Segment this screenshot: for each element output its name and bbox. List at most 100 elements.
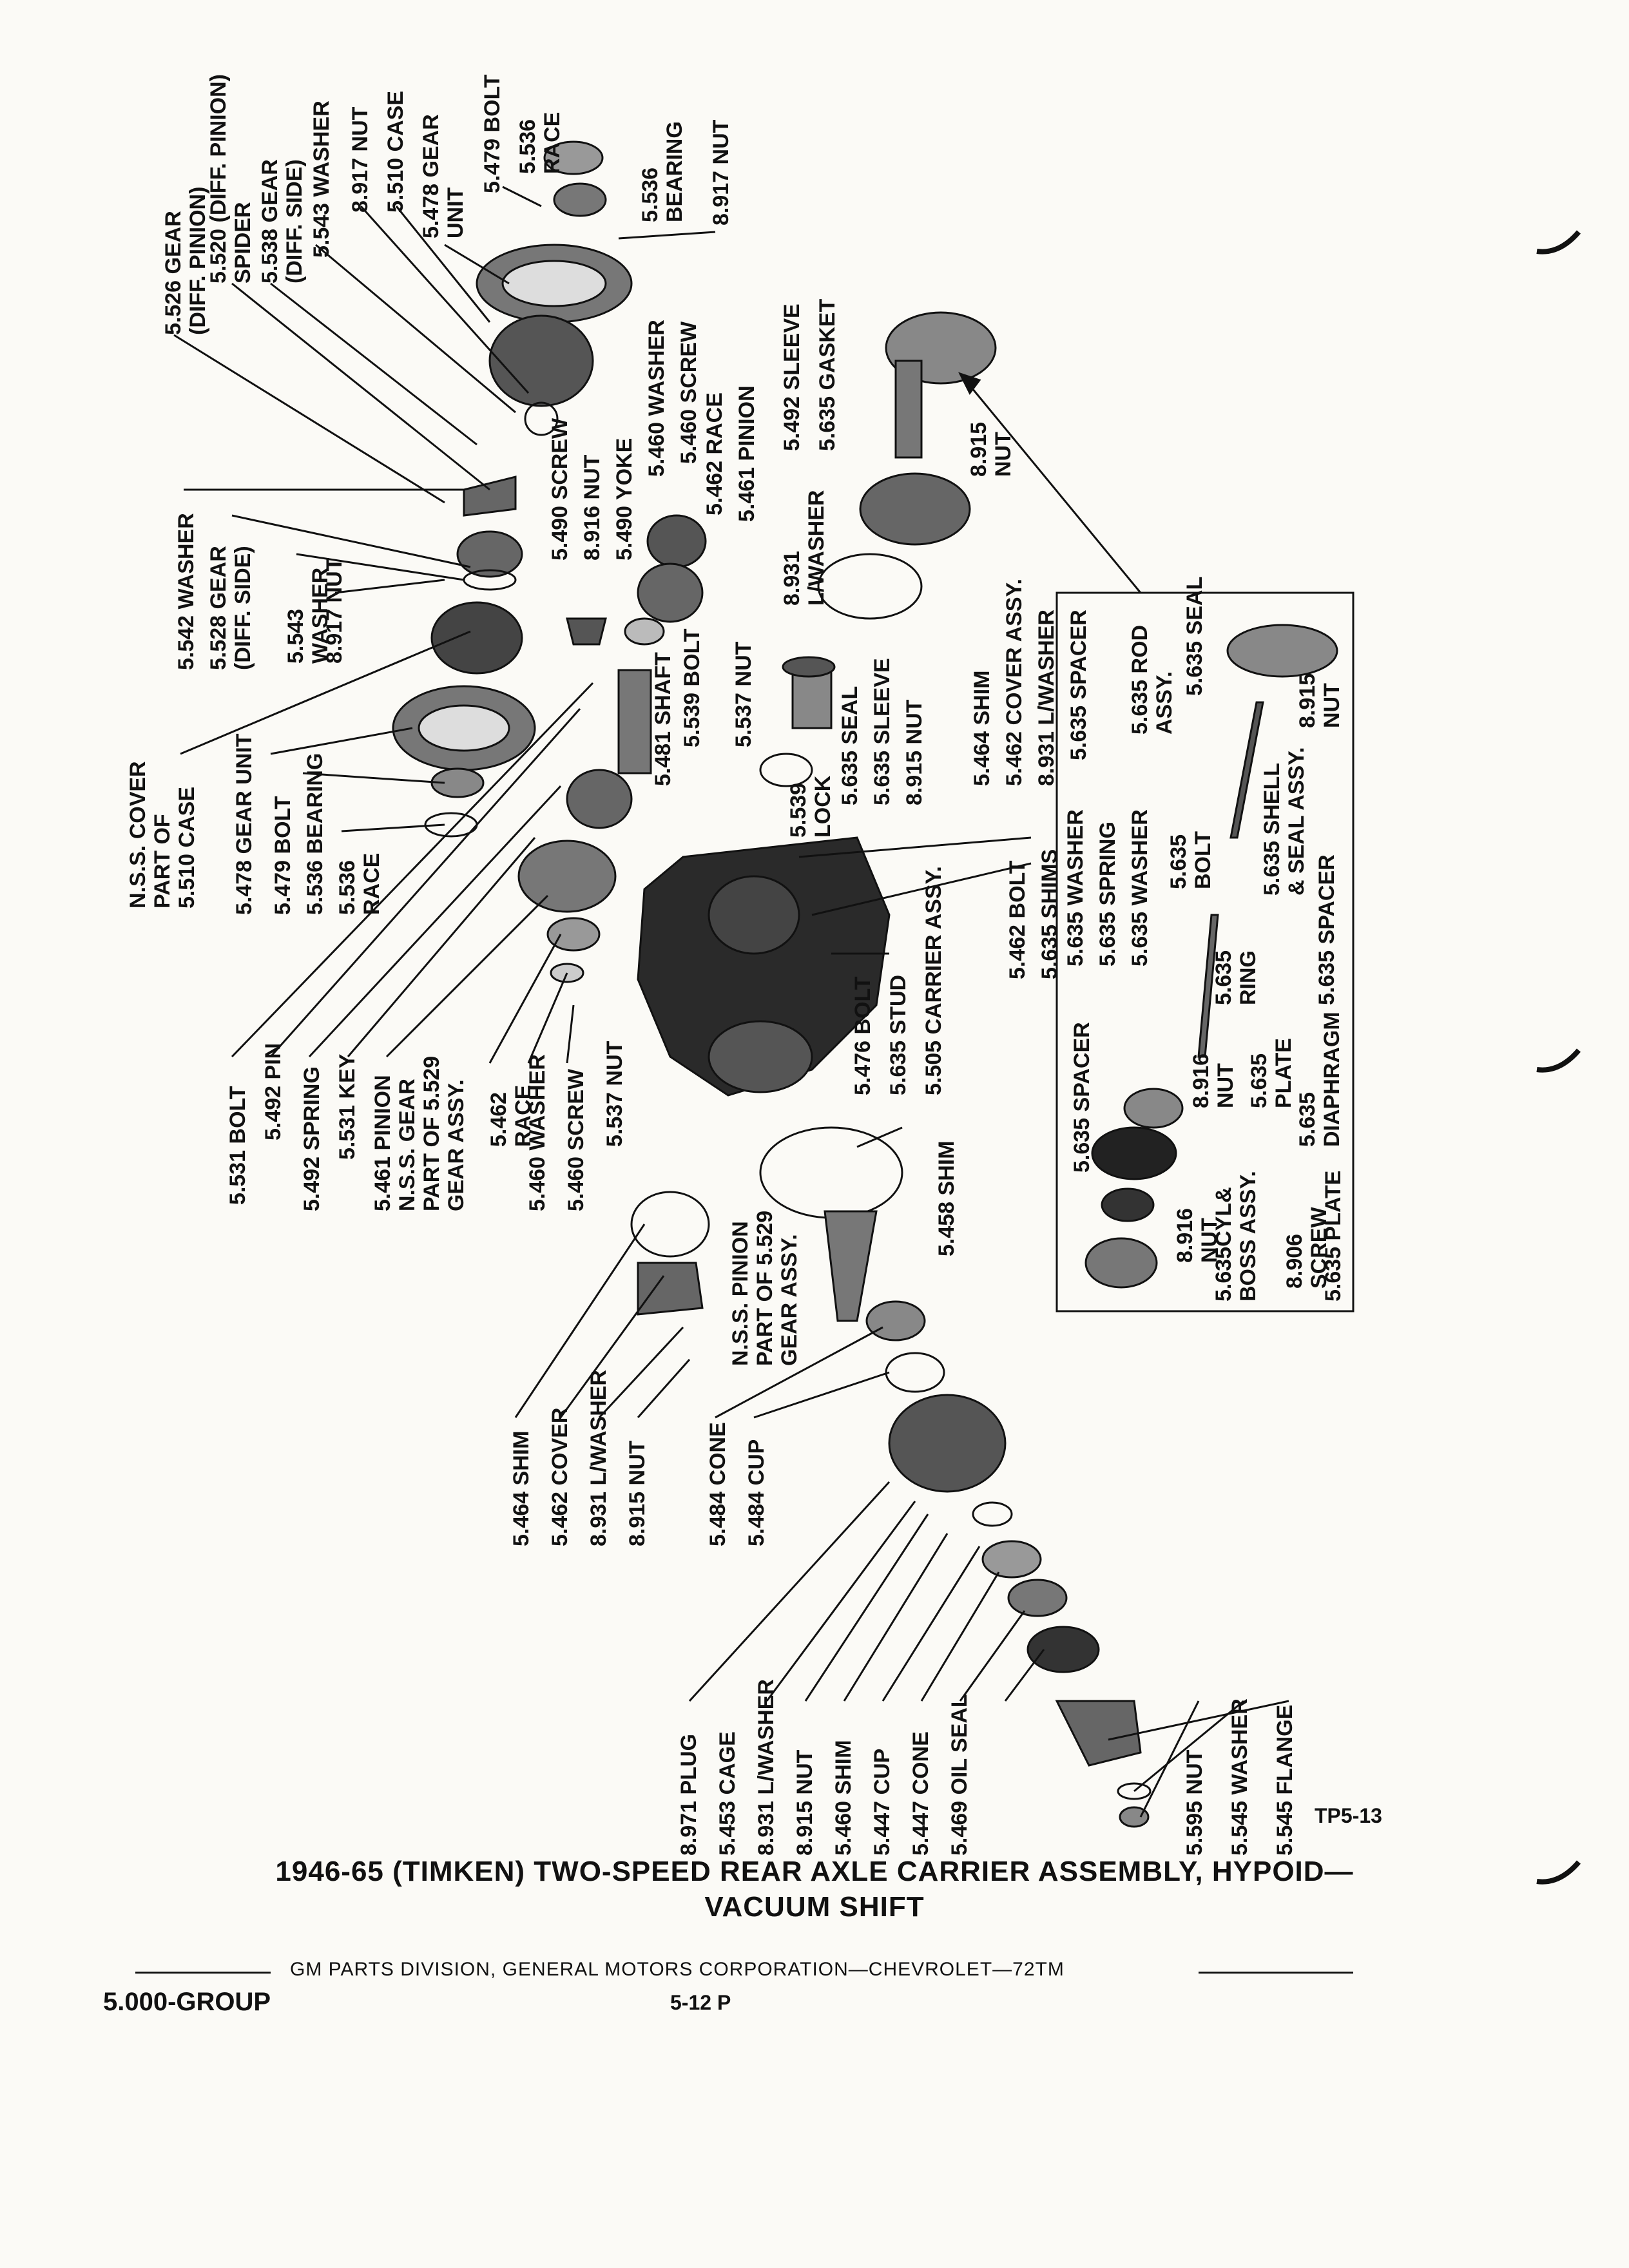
label-washer-635-b: 5.635 WASHER [1128,809,1152,966]
label-shim-460: 5.460 SHIM [831,1740,856,1856]
label-washer-545: 5.545 WASHER [1228,1698,1252,1856]
footer-rule-right [1199,1972,1353,1974]
label-bolt-476: 5.476 BOLT [851,976,875,1095]
binder-mark-top [1536,230,1581,255]
page-title-line1: 1946-65 (TIMKEN) TWO-SPEED REAR AXLE CAR… [275,1856,1354,1887]
vacuum-cylinder-inset-box [1055,591,1354,1312]
label-plate-635-bottom: 5.635 PLATE [1321,1170,1345,1302]
label-gear-diff-pinion: 5.526 GEAR(DIFF. PINION) [161,186,210,335]
label-sleeve-492: 5.492 SLEEVE [780,303,804,451]
label-spring-492: 5.492 SPRING [300,1066,324,1211]
label-washer-543-top: 5.543 WASHER [309,101,334,258]
label-screw-460-mid: 5.460 SCREW [564,1068,588,1211]
label-bolt-539: 5.539 BOLT [680,628,704,747]
label-spacer-635-box-low: 5.635 SPACER [1070,1022,1094,1173]
label-bearing-536-mid: 5.536 BEARING [303,753,327,915]
label-screw-490: 5.490 SCREW [548,418,572,561]
label-pin-492: 5.492 PIN [261,1043,285,1140]
label-shell-635: 5.635 SHELL& SEAL ASSY. [1260,747,1309,896]
label-washer-460-top: 5.460 WASHER [644,320,669,477]
label-cyl-635: 5.635CYL&BOSS ASSY. [1211,1171,1260,1302]
label-screw-460-top: 5.460 SCREW [677,321,701,464]
label-shim-464-top: 5.464 SHIM [970,670,994,786]
label-nut-916-mid: 8.916 NUT [580,454,604,561]
label-lwasher-931-right: 8.931 L/WASHER [1034,610,1059,786]
label-lwasher-931-bottom: 8.931 L/WASHER [754,1679,778,1856]
label-gear-unit-478-mid: 5.478 GEAR UNIT [232,733,256,915]
label-stud-635: 5.635 STUD [886,974,911,1095]
label-gear-528: 5.528 GEAR(DIFF. SIDE) [206,546,255,670]
label-cone-484: 5.484 CONE [706,1422,730,1546]
label-nut-915-low: 8.915 NUT [625,1440,650,1546]
label-shims-635: 5.635 SHIMS [1037,849,1062,979]
label-flange-545: 5.545 FLANGE [1273,1704,1297,1856]
label-spider: 5.520 (DIFF. PINION)SPIDER [206,74,255,284]
label-oilseal-469: 5.469 OIL SEAL [947,1694,972,1856]
footer-rule-left [135,1972,271,1974]
label-nut-915-bottom: 8.915 NUT [793,1749,817,1856]
label-key-531: 5.531 KEY [335,1053,360,1160]
label-bolt-531: 5.531 BOLT [226,1086,250,1205]
label-plug-971: 8.971 PLUG [677,1734,701,1856]
label-seal-635-mid: 5.635 SEAL [838,686,862,805]
label-case-510-top: 5.510 CASE [383,91,408,213]
binder-mark-bottom [1536,1860,1581,1885]
label-race-462-top: 5.462 RACE [702,392,727,515]
label-lwasher-931-low: 8.931 L/WASHER [586,1370,611,1546]
label-washer-635-a: 5.635 WASHER [1063,809,1088,966]
carrier-housing [637,836,891,1097]
label-nut-917-mid: 8.917 NUT [322,557,347,664]
label-carrier-505: 5.505 CARRIER ASSY. [921,866,946,1095]
label-gear-diff-side: 5.538 GEAR(DIFF. SIDE) [258,159,307,284]
footer-division: GM PARTS DIVISION, GENERAL MOTORS CORPOR… [290,1959,1065,1980]
case-top [488,314,594,407]
label-nut-915-mid: 8.915 NUT [902,699,927,805]
label-nut-917-right: 8.917 NUT [709,119,733,226]
label-nut-595: 5.595 NUT [1182,1749,1207,1856]
label-nut-537-low: 5.537 NUT [602,1041,627,1147]
label-bolt-479-mid: 5.479 BOLT [271,796,295,915]
label-spacer-635-box-mid: 5.635 SPACER [1315,854,1339,1005]
label-seal-635-box: 5.635 SEAL [1182,576,1207,696]
label-bolt-479-top: 5.479 BOLT [480,74,505,193]
label-sleeve-635-mid: 5.635 SLEEVE [870,658,894,805]
label-nut-917-top: 8.917 NUT [348,106,372,213]
label-spring-635: 5.635 SPRING [1095,822,1120,966]
label-cover-462-top: 5.462 COVER ASSY. [1002,579,1027,786]
label-gasket-635: 5.635 GASKET [815,298,840,451]
label-spacer-635-box-top: 5.635 SPACER [1066,610,1091,760]
label-bolt-462: 5.462 BOLT [1005,860,1030,979]
binder-mark-middle [1536,1048,1581,1073]
footer-group: 5.000-GROUP [103,1988,271,2016]
label-washer-460-mid: 5.460 WASHER [525,1054,550,1211]
label-pinion-461-top: 5.461 PINION [735,385,759,522]
page-title-line2: VACUUM SHIFT [704,1891,925,1923]
label-shaft-481: 5.481 SHAFT [651,652,675,786]
label-cage-453: 5.453 CAGE [715,1731,740,1856]
footer-page-number: 5-12 P [670,1991,731,2014]
figure-code: TP5-13 [1315,1804,1382,1827]
label-shim-464-low: 5.464 SHIM [509,1430,534,1546]
label-nut-537-mid: 5.537 NUT [731,641,756,747]
label-yoke-490: 5.490 YOKE [612,437,637,561]
label-shim-458: 5.458 SHIM [934,1140,959,1256]
label-washer-542: 5.542 WASHER [174,513,198,670]
label-cup-447: 5.447 CUP [870,1748,894,1856]
